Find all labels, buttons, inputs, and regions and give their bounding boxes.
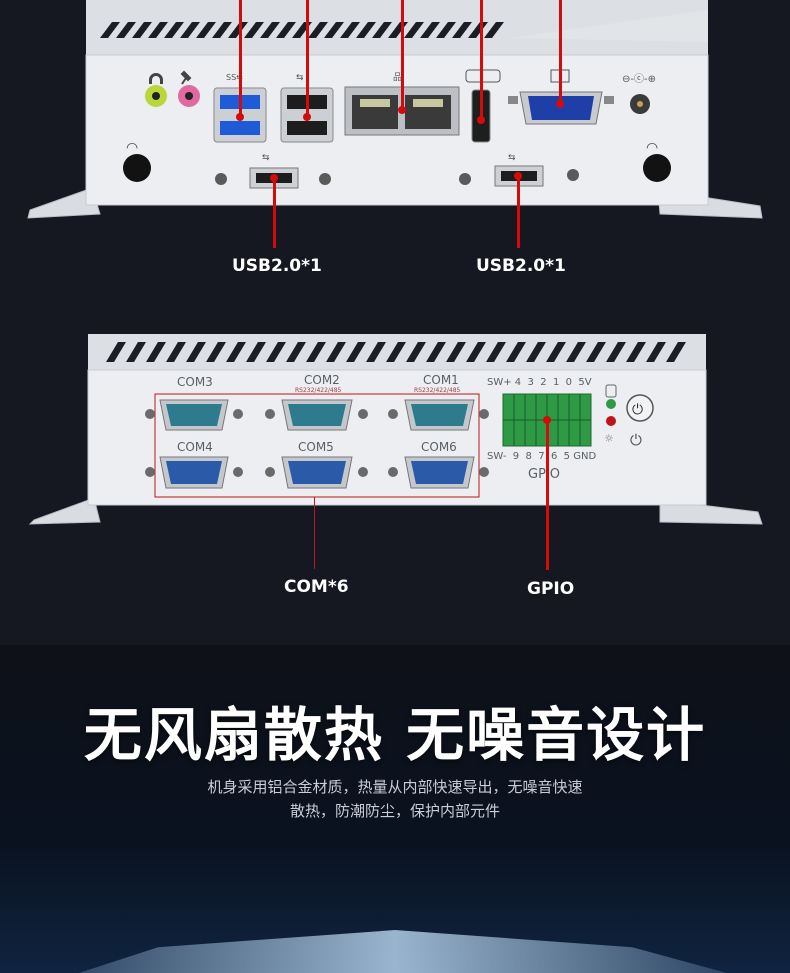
callout-line-usb2 bbox=[306, 0, 309, 117]
usb3-icon: SS⇆ bbox=[226, 73, 243, 82]
wifi-icon: ◠ bbox=[126, 140, 138, 156]
callout-line-usb-left bbox=[273, 178, 276, 248]
com-port-row-bottom bbox=[145, 456, 489, 489]
callout-line-usb3 bbox=[239, 0, 242, 117]
gpio-callout-label: GPIO bbox=[527, 579, 575, 599]
usb-icon: ⇆ bbox=[262, 153, 270, 163]
antenna-right bbox=[643, 154, 671, 182]
ethernet-icon: 品 bbox=[393, 72, 402, 83]
promo-headline: 无风扇散热 无噪音设计 bbox=[83, 701, 707, 769]
com5-label: COM5 bbox=[298, 440, 334, 454]
rear-panel-device: SS⇆ ⇆ 品 ⊖-ⓒ-⊕ ◠ ◠ ⇆ ⇆ bbox=[27, 0, 763, 219]
com3-label: COM3 bbox=[177, 375, 213, 389]
usb2-port-lower bbox=[287, 121, 327, 135]
gpio-silk-label: GPIO bbox=[528, 467, 560, 482]
hdmi-icon bbox=[465, 69, 501, 83]
com1-label: COM1 bbox=[423, 373, 459, 387]
vent-fins-lower bbox=[106, 342, 686, 362]
com-ports-frame bbox=[154, 393, 480, 498]
hdd-led bbox=[606, 416, 616, 426]
usb-icon-right: ⇆ bbox=[508, 153, 516, 163]
com6-label: COM6 bbox=[421, 440, 457, 454]
com-port-row-top bbox=[145, 399, 489, 431]
wifi-icon-right: ◠ bbox=[646, 140, 658, 156]
callout-line-lan bbox=[401, 0, 404, 110]
gpio-top-pins: SW+ 4 3 2 1 0 5V bbox=[487, 377, 592, 388]
vga-port bbox=[528, 96, 594, 120]
callout-line-hdmi bbox=[480, 0, 483, 120]
promo-line-1: 机身采用铝合金材质，热量从内部快速导出，无噪音快速 bbox=[207, 778, 583, 796]
com1-sublabel: RS232/422/485 bbox=[414, 387, 461, 394]
gpio-bottom-pins: SW- 9 8 7 6 5 GND bbox=[487, 451, 597, 462]
mic-icon bbox=[180, 70, 192, 85]
usb2-icon: ⇆ bbox=[296, 73, 304, 83]
com4-label: COM4 bbox=[177, 440, 213, 454]
usb-left-label: USB2.0*1 bbox=[232, 256, 322, 276]
storage-led-icon bbox=[605, 384, 617, 398]
callout-line-vga bbox=[559, 0, 562, 104]
antenna-left bbox=[123, 154, 151, 182]
com2-label: COM2 bbox=[304, 373, 340, 387]
power-symbol-icon: ⏻ bbox=[630, 431, 642, 449]
power-button[interactable] bbox=[626, 394, 654, 422]
promo-background bbox=[0, 645, 790, 973]
promo-line-2: 散热，防潮防尘，保护内部元件 bbox=[289, 802, 500, 820]
vent-fins bbox=[100, 22, 504, 38]
power-led bbox=[606, 399, 616, 409]
power-icon: ⏻ bbox=[632, 402, 643, 418]
usb-right-label: USB2.0*1 bbox=[476, 256, 566, 276]
com-callout-label: COM*6 bbox=[284, 577, 349, 597]
callout-line-com bbox=[314, 497, 315, 569]
com-panel-device: ☼ ⏻ ⏻ bbox=[28, 334, 763, 525]
callout-line-usb-right bbox=[517, 176, 520, 248]
headphone-icon bbox=[149, 73, 163, 84]
dc-power-icon: ⊖-ⓒ-⊕ bbox=[622, 73, 656, 85]
led-indicator-icon: ☼ bbox=[604, 432, 614, 445]
usb3-port-lower bbox=[220, 121, 260, 135]
com2-sublabel: RS232/422/485 bbox=[295, 387, 342, 394]
callout-line-gpio bbox=[546, 420, 549, 570]
